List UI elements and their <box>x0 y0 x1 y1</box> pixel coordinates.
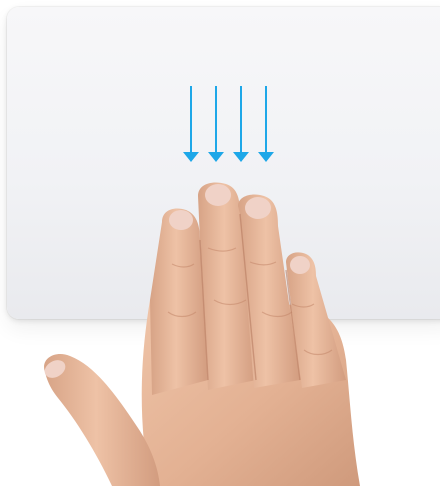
index-finger <box>150 209 208 396</box>
